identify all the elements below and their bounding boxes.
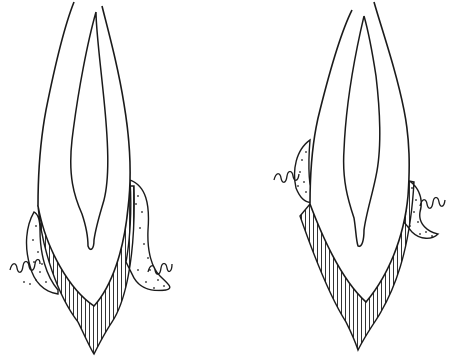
left-tooth-panel xyxy=(10,2,172,354)
right-tooth-panel xyxy=(274,2,445,350)
right-panel-wavy-right xyxy=(420,198,445,209)
